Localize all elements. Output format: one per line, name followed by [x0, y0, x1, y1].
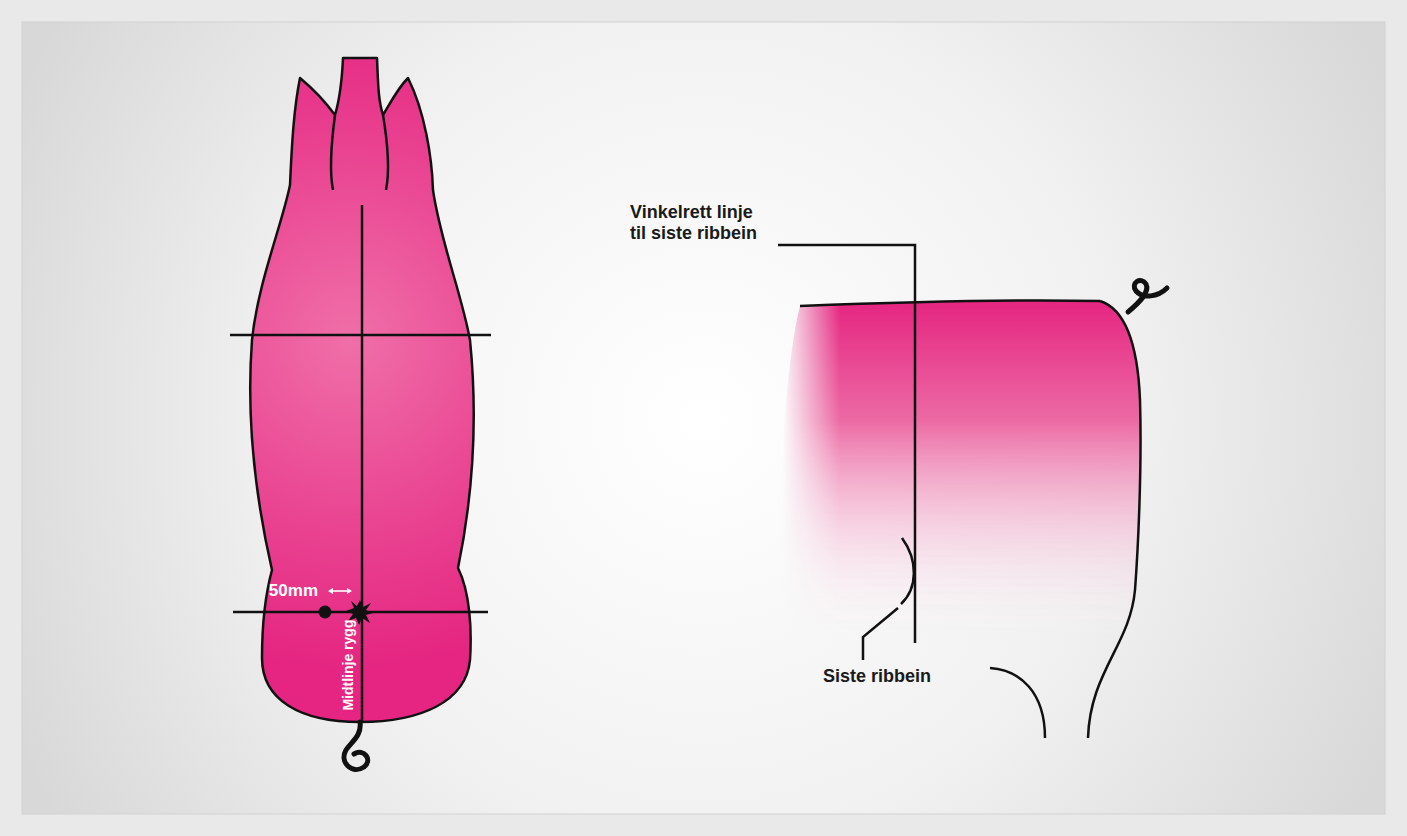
midline: [361, 205, 364, 722]
perpendicular-line: [778, 245, 915, 643]
carcass-top-view: [230, 58, 491, 769]
back-line: [800, 300, 1100, 306]
label: Midtlinje rygg: [340, 620, 356, 711]
label: 50mm: [269, 581, 318, 601]
dimension-arrow: [328, 588, 352, 594]
ear-line: [331, 115, 335, 190]
tail: [1128, 280, 1167, 312]
tail: [344, 722, 368, 769]
leg-line: [990, 668, 1045, 738]
label: Siste ribbein: [823, 666, 931, 687]
carcass-side-view: [778, 245, 1167, 738]
carcass-outline: [250, 58, 473, 722]
rump-line: [1088, 301, 1141, 738]
measure-dot: [319, 606, 332, 619]
last-rib: [901, 538, 914, 604]
cross-line: [230, 334, 491, 337]
ear-line: [383, 115, 388, 190]
panel: [22, 22, 1385, 814]
label: Vinkelrett linje til siste ribbein: [630, 202, 764, 243]
leader-line: [863, 608, 898, 660]
side-body-fill: [781, 301, 1141, 645]
